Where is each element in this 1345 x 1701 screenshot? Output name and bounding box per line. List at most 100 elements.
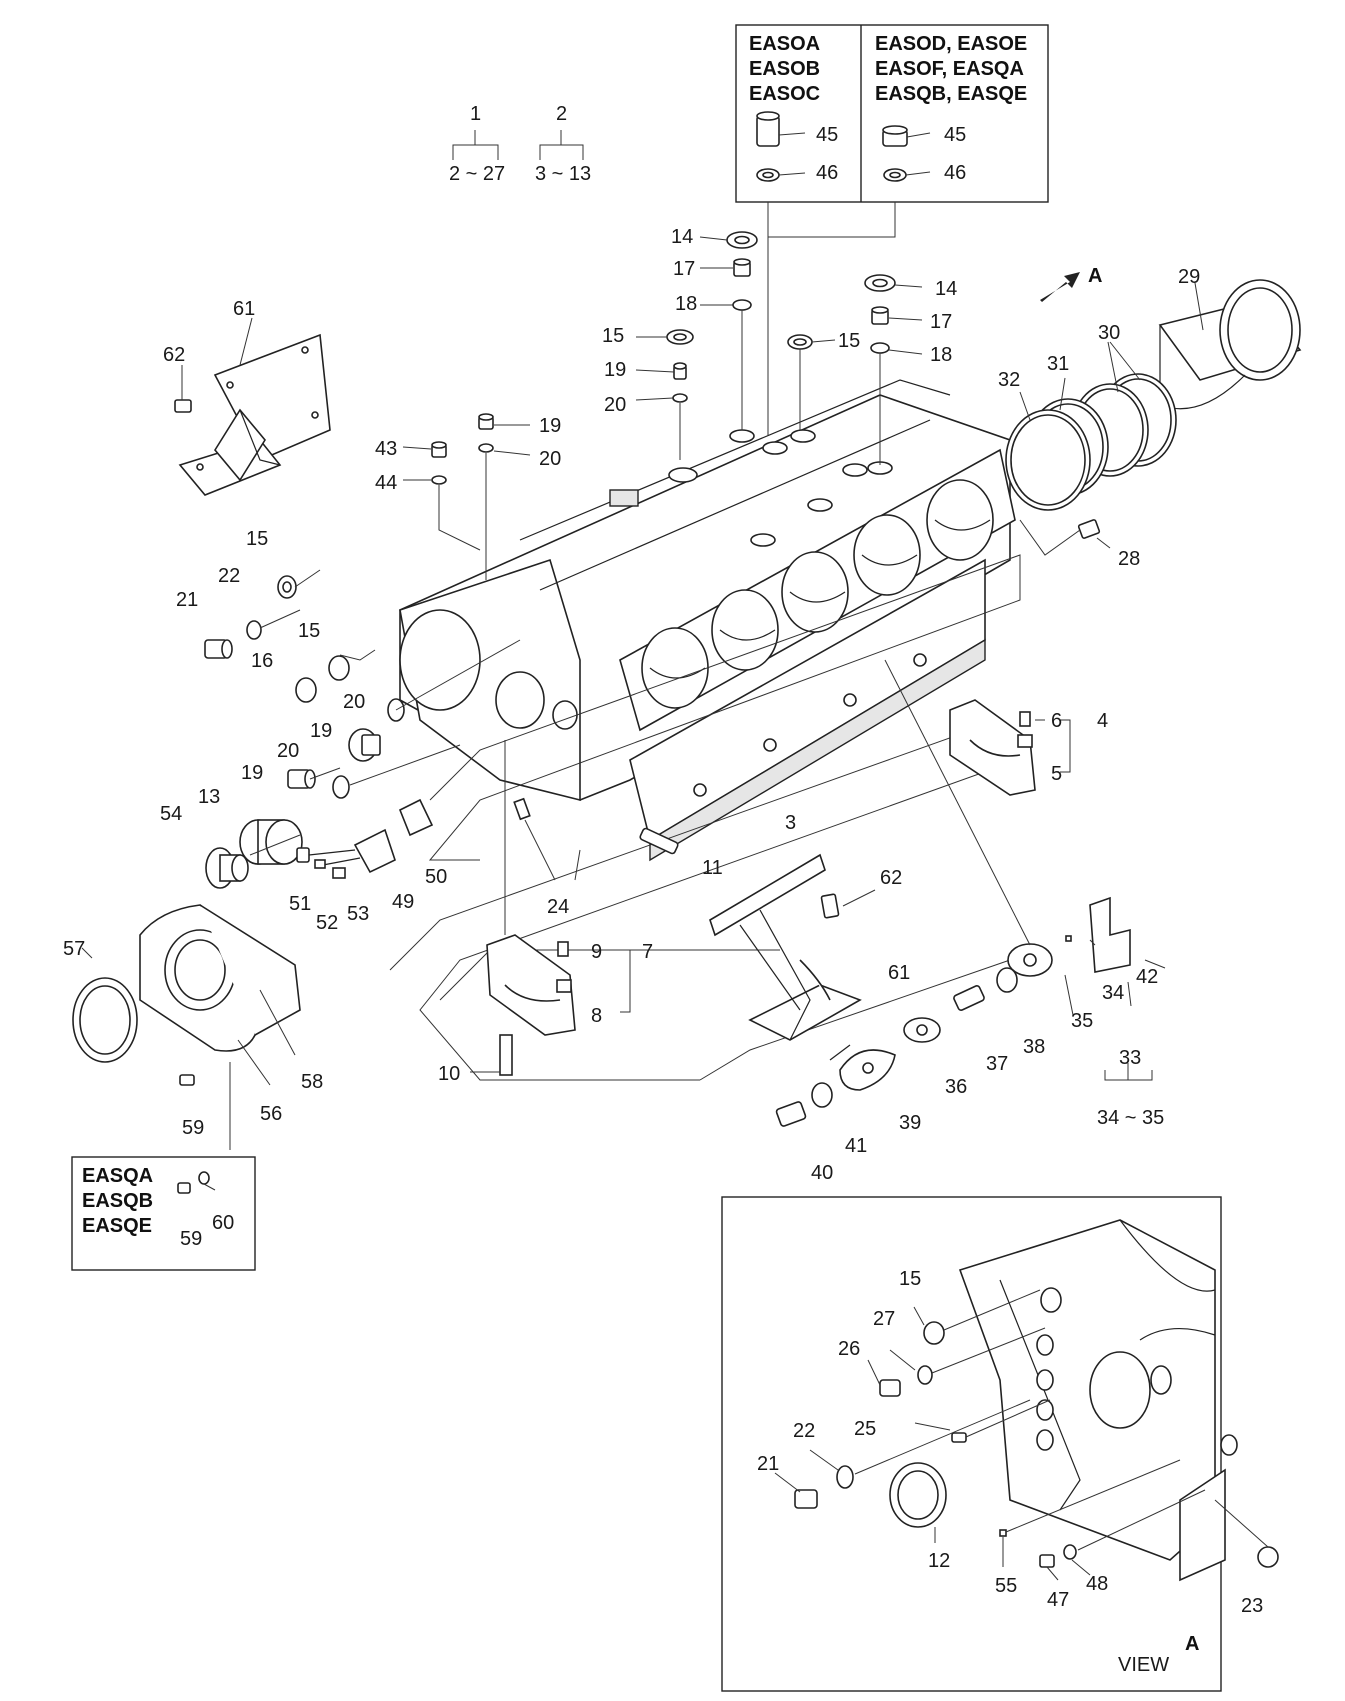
callout-20d: 20 bbox=[277, 740, 299, 762]
bolt-62-top bbox=[174, 399, 192, 413]
callout-v26: 26 bbox=[838, 1338, 860, 1360]
pin-24-bolt-11 bbox=[513, 797, 679, 881]
plugs-43-44-19-20 bbox=[402, 413, 531, 580]
callout-20c: 20 bbox=[343, 691, 365, 713]
bolt-10 bbox=[499, 1034, 513, 1076]
pin-25 bbox=[951, 1432, 967, 1443]
callout-15a: 15 bbox=[602, 325, 624, 347]
callout-40: 40 bbox=[811, 1162, 833, 1184]
callout-1: 1 bbox=[470, 103, 481, 125]
callout-41: 41 bbox=[845, 1135, 867, 1157]
callout-35: 35 bbox=[1071, 1010, 1093, 1032]
washer-48 bbox=[1063, 1544, 1077, 1560]
callout-11: 11 bbox=[702, 857, 723, 879]
callout-53: 53 bbox=[347, 903, 369, 925]
callout-33: 33 bbox=[1119, 1047, 1141, 1069]
variant-top-right-3: EASQB, EASQE bbox=[875, 83, 1027, 105]
callout-61a: 61 bbox=[233, 298, 255, 320]
variant-box-bottom: EASQA EASQB EASQE bbox=[71, 1156, 256, 1271]
callout-44: 44 bbox=[375, 472, 397, 494]
callout-v48: 48 bbox=[1086, 1573, 1108, 1595]
callout-16: 16 bbox=[251, 650, 273, 672]
washer-22-view bbox=[836, 1465, 854, 1489]
cylinder-block bbox=[399, 379, 1016, 862]
callout-17b: 17 bbox=[930, 311, 952, 333]
view-caption-letter: A bbox=[1185, 1633, 1199, 1655]
callout-v12: 12 bbox=[928, 1550, 950, 1572]
callout-v25: 25 bbox=[854, 1418, 876, 1440]
variant-top-left-3: EASOC bbox=[749, 83, 820, 105]
front-seal-stack bbox=[204, 569, 521, 799]
callout-60: 60 bbox=[212, 1212, 234, 1234]
callout-31: 31 bbox=[1047, 353, 1069, 375]
washer-38 bbox=[996, 967, 1018, 993]
engine-mount-bracket-lower bbox=[709, 853, 876, 1041]
callout-43: 43 bbox=[375, 438, 397, 460]
variant-bottom-1: EASQA bbox=[82, 1165, 153, 1187]
callout-labels: 1 2 ~ 27 2 3 ~ 13 45 46 45 46 14 17 18 1… bbox=[63, 103, 1263, 1617]
callout-32: 32 bbox=[998, 369, 1020, 391]
callout-v47: 47 bbox=[1047, 1589, 1069, 1611]
view-a-inset: VIEW A bbox=[721, 1196, 1279, 1692]
cylinder-liner-set bbox=[1005, 279, 1302, 556]
bolt-59 bbox=[179, 1074, 195, 1086]
dowel-9 bbox=[557, 941, 569, 957]
callout-49: 49 bbox=[392, 891, 414, 913]
callout-59b: 59 bbox=[180, 1228, 202, 1250]
callout-54: 54 bbox=[160, 803, 182, 825]
callout-20a: 20 bbox=[604, 394, 626, 416]
callout-50: 50 bbox=[425, 866, 447, 888]
engine-mount-bracket-top bbox=[174, 317, 331, 496]
callout-v23: 23 bbox=[1241, 1595, 1263, 1617]
callout-14a: 14 bbox=[671, 226, 693, 248]
variant-top-right-1: EASOD, EASOE bbox=[875, 33, 1027, 55]
callout-17a: 17 bbox=[673, 258, 695, 280]
fitting-37 bbox=[953, 985, 985, 1011]
callout-57: 57 bbox=[63, 938, 85, 960]
front-cup-and-plug bbox=[205, 819, 303, 889]
variant-top-left-2: EASOB bbox=[749, 58, 820, 80]
callout-9: 9 bbox=[591, 941, 602, 963]
callout-46b: 46 bbox=[944, 162, 966, 184]
callout-22a: 22 bbox=[218, 565, 240, 587]
callout-19a: 19 bbox=[604, 359, 626, 381]
callout-56: 56 bbox=[260, 1103, 282, 1125]
callout-v22: 22 bbox=[793, 1420, 815, 1442]
callout-1-range: 2 ~ 27 bbox=[449, 163, 505, 185]
callout-13: 13 bbox=[198, 786, 220, 808]
callout-45a: 45 bbox=[816, 124, 838, 146]
callout-v21: 21 bbox=[757, 1453, 779, 1475]
pin-34 bbox=[1065, 935, 1072, 942]
bolt-62-lower bbox=[820, 893, 840, 919]
plug-47 bbox=[1039, 1554, 1055, 1568]
callout-46a: 46 bbox=[816, 162, 838, 184]
rear-cover-group bbox=[72, 904, 301, 1150]
callout-34a: 34 bbox=[1102, 982, 1124, 1004]
main-bearing-cap-lower bbox=[470, 740, 631, 1076]
callout-21a: 21 bbox=[176, 589, 198, 611]
plug-stack-14-17-18-left bbox=[699, 231, 758, 430]
callout-30: 30 bbox=[1098, 322, 1120, 344]
callout-18b: 18 bbox=[930, 344, 952, 366]
callout-6: 6 bbox=[1051, 710, 1062, 732]
callout-8: 8 bbox=[591, 1005, 602, 1027]
callout-28: 28 bbox=[1118, 548, 1140, 570]
seal-15-view bbox=[923, 1321, 945, 1345]
callout-19c: 19 bbox=[310, 720, 332, 742]
callout-5: 5 bbox=[1051, 763, 1062, 785]
callout-52: 52 bbox=[316, 912, 338, 934]
plug-stack-14-17-18-right bbox=[864, 274, 923, 465]
oil-pipe-group bbox=[775, 659, 1166, 1127]
callout-39: 39 bbox=[899, 1112, 921, 1134]
plug-21-view bbox=[794, 1489, 818, 1509]
view-arrow-letter: A bbox=[1088, 265, 1102, 287]
seal-15-right bbox=[787, 334, 836, 430]
callout-15d: 15 bbox=[298, 620, 320, 642]
callout-45b: 45 bbox=[944, 124, 966, 146]
plug-stack-15-19-20 bbox=[635, 329, 694, 460]
callout-33-range: 34 ~ 35 bbox=[1097, 1107, 1164, 1129]
oil-jet-assembly bbox=[296, 798, 434, 879]
washer-27 bbox=[917, 1365, 933, 1385]
